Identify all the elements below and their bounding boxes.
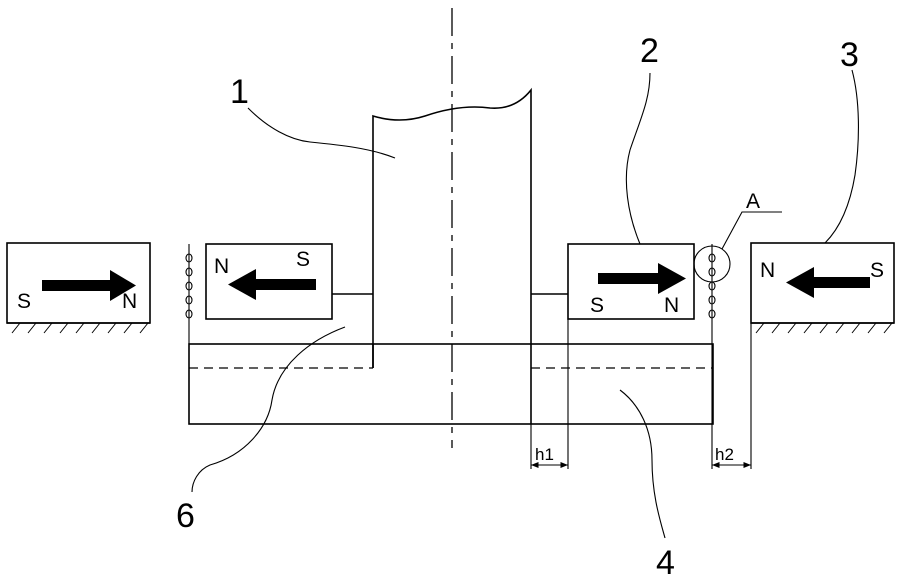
- pole-left-inner-s: S: [296, 248, 310, 271]
- leader-4: [620, 390, 665, 538]
- detail-label: A: [746, 190, 760, 213]
- part-number-6: 6: [176, 497, 195, 535]
- pole-left-inner-n: N: [214, 255, 229, 278]
- ground-hatch-left: [12, 323, 148, 333]
- part-number-4: 4: [656, 544, 675, 582]
- h1-label: h1: [535, 445, 554, 464]
- part-number-2: 2: [640, 32, 659, 70]
- pole-right-inner-s: S: [590, 294, 604, 317]
- leader-2: [626, 73, 650, 244]
- arrow-right-outer: [786, 267, 870, 298]
- pole-right-inner-n: N: [664, 294, 679, 317]
- pole-right-outer-n: N: [760, 259, 775, 282]
- base-plate: [189, 344, 713, 424]
- pole-left-outer-s: S: [17, 290, 31, 313]
- part-number-1: 1: [230, 73, 249, 111]
- part-number-3: 3: [840, 36, 859, 74]
- leader-6: [192, 327, 345, 492]
- pole-left-outer-n: N: [122, 290, 137, 313]
- leader-3: [825, 70, 858, 243]
- h2-label: h2: [715, 445, 734, 464]
- ground-hatch-right: [756, 323, 892, 333]
- arrow-right-inner: [598, 263, 686, 294]
- pole-right-outer-s: S: [870, 259, 884, 282]
- arrow-left-inner: [228, 269, 316, 300]
